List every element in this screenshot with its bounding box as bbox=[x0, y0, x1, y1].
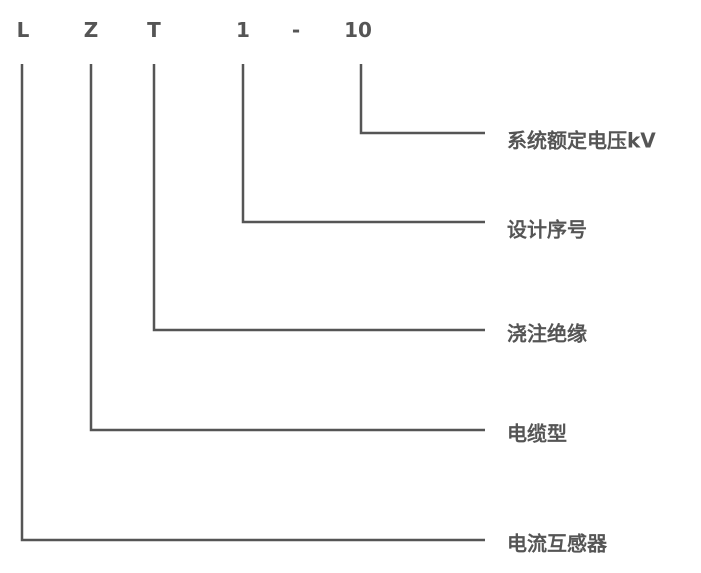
label-rated-voltage: 系统额定电压kV bbox=[507, 128, 656, 153]
code-dash: - bbox=[291, 18, 301, 42]
label-cable-type: 电缆型 bbox=[507, 421, 567, 446]
code-letter-z: Z bbox=[83, 18, 99, 42]
label-design-number: 设计序号 bbox=[507, 217, 587, 242]
code-voltage-10: 10 bbox=[344, 18, 372, 42]
connector-cast-insulation bbox=[152, 64, 485, 332]
code-letter-l: L bbox=[16, 18, 30, 42]
code-letter-t: T bbox=[147, 18, 161, 42]
code-digit-1: 1 bbox=[236, 18, 250, 42]
label-current-transformer: 电流互感器 bbox=[507, 531, 607, 556]
connector-design-number bbox=[241, 64, 485, 224]
connector-voltage bbox=[359, 64, 485, 135]
label-cast-insulation: 浇注绝缘 bbox=[507, 321, 587, 346]
connector-cable-type bbox=[89, 64, 485, 432]
connector-current-transformer bbox=[20, 64, 485, 542]
